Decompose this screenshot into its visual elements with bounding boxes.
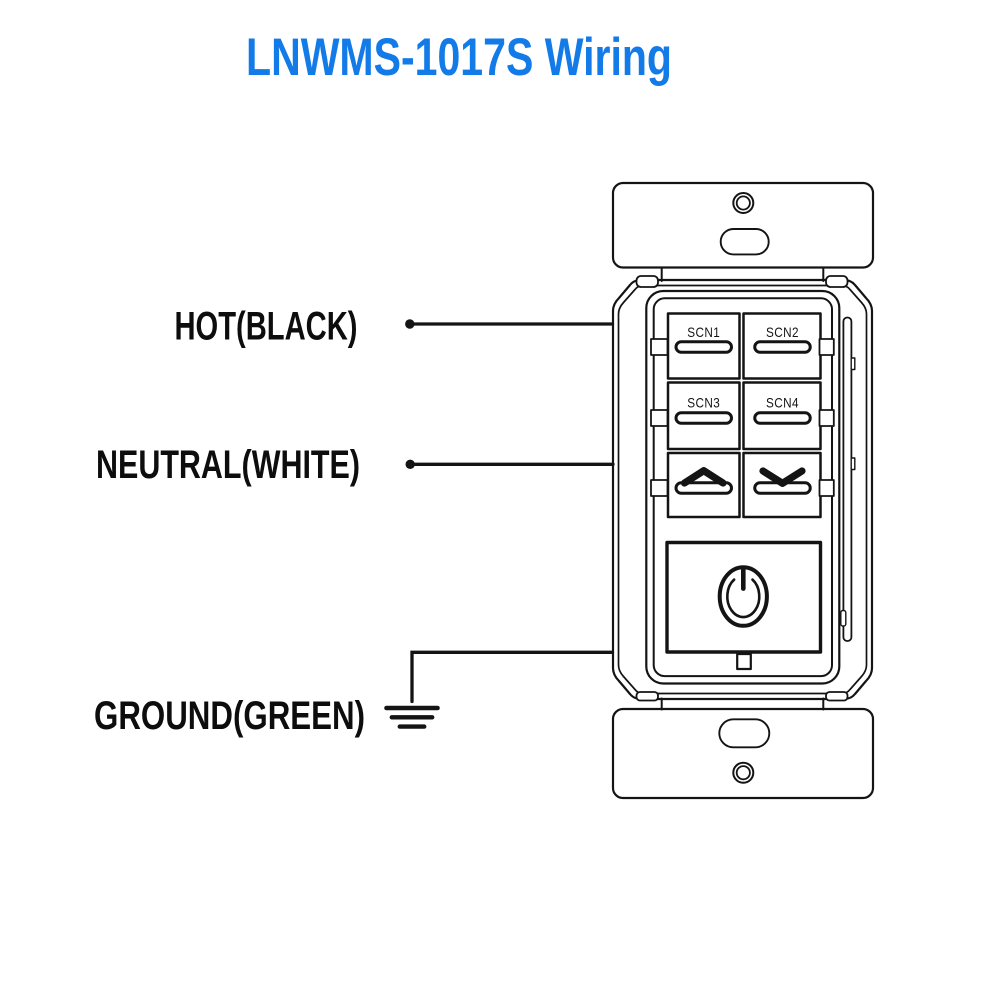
bottom-mounting-strap (611, 707, 875, 800)
top-screw-hole-inner (735, 195, 751, 211)
scn2-label: SCN2 (766, 324, 799, 340)
bottom-slot (718, 718, 771, 749)
button-indicator-pill (674, 481, 733, 495)
plate-ear-top-left (635, 275, 659, 288)
top-slot (719, 228, 770, 256)
page-title: LNWMS-1017S Wiring (246, 28, 672, 87)
plate-ear-bottom-left (635, 691, 659, 702)
button-indicator-pill (674, 340, 733, 354)
button-indicator-pill (753, 411, 812, 425)
module-bottom-tab (736, 652, 752, 671)
button-indicator-pill (674, 411, 733, 425)
side-tab-left (650, 338, 669, 356)
hot-wire-label: HOT(BLACK) (175, 305, 358, 349)
ground-symbol-icon (384, 705, 440, 729)
bottom-screw-hole (732, 761, 755, 784)
chevron-down-icon (759, 467, 806, 487)
scn3-label: SCN3 (687, 394, 720, 410)
ground-wire-label: GROUND(GREEN) (94, 694, 365, 738)
side-rail-tab (850, 357, 856, 371)
button-indicator-pill (753, 340, 812, 354)
side-rail (842, 316, 853, 642)
side-rail-tab (850, 457, 856, 471)
strap-neck-lines (660, 266, 825, 711)
hot-wire-terminal (405, 319, 415, 329)
neutral-wire-label: NEUTRAL(WHITE) (96, 443, 360, 487)
scn1-label: SCN1 (687, 324, 720, 340)
side-tab-right (818, 479, 835, 497)
side-rail-foot (840, 609, 847, 627)
side-tab-right (818, 338, 835, 356)
side-tab-right (818, 409, 835, 427)
power-button (665, 540, 823, 654)
plate-ear-top-right (825, 275, 849, 288)
ground-wire (410, 650, 615, 704)
side-tab-left (650, 409, 669, 427)
scn4-label: SCN4 (766, 394, 799, 410)
side-tab-left (650, 479, 669, 497)
bottom-screw-hole-inner (735, 765, 751, 781)
chevron-up-icon (680, 467, 727, 487)
power-icon (717, 565, 769, 628)
neutral-wire-terminal (405, 459, 415, 469)
plate-ear-bottom-right (825, 691, 849, 702)
top-screw-hole (732, 192, 755, 214)
switch-drawing: SCN1 SCN2 SCN3 SCN4 HOT(BLACK) NEUTRAL(W… (94, 181, 875, 800)
top-mounting-strap (611, 181, 875, 269)
